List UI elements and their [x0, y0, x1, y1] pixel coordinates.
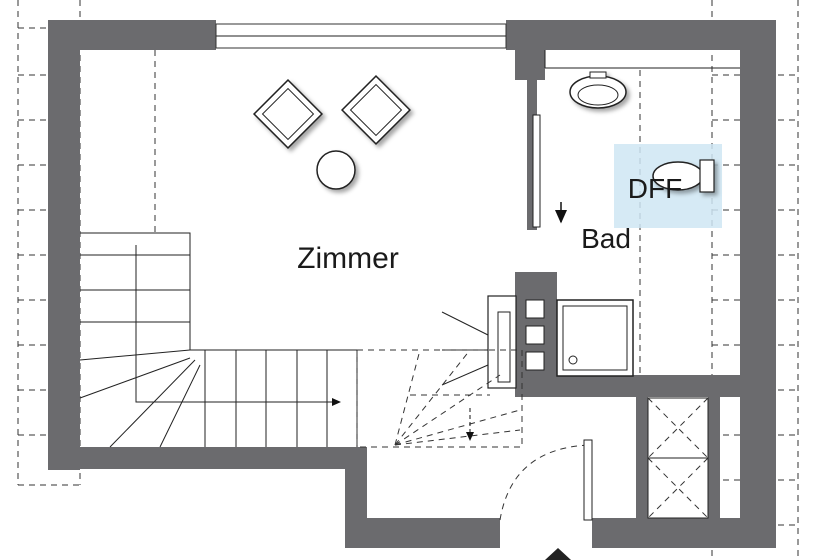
staircase	[79, 232, 358, 448]
sink	[569, 71, 627, 109]
round-table	[316, 150, 356, 190]
walls	[48, 20, 776, 548]
shower	[556, 299, 634, 377]
room-label-zimmer: Zimmer	[297, 242, 399, 275]
entrance-door	[499, 439, 593, 560]
armchair-left	[252, 78, 324, 150]
bad-outline	[544, 50, 740, 69]
room-label-bad: Bad	[581, 223, 631, 254]
bad-door	[532, 114, 567, 228]
stove	[441, 295, 545, 389]
window-label-dff: DFF	[628, 173, 682, 204]
window-top	[215, 23, 507, 49]
toilet	[652, 159, 715, 193]
storage-cabinet	[647, 397, 709, 519]
lower-staircase	[356, 349, 523, 448]
armchair-right	[340, 74, 412, 146]
